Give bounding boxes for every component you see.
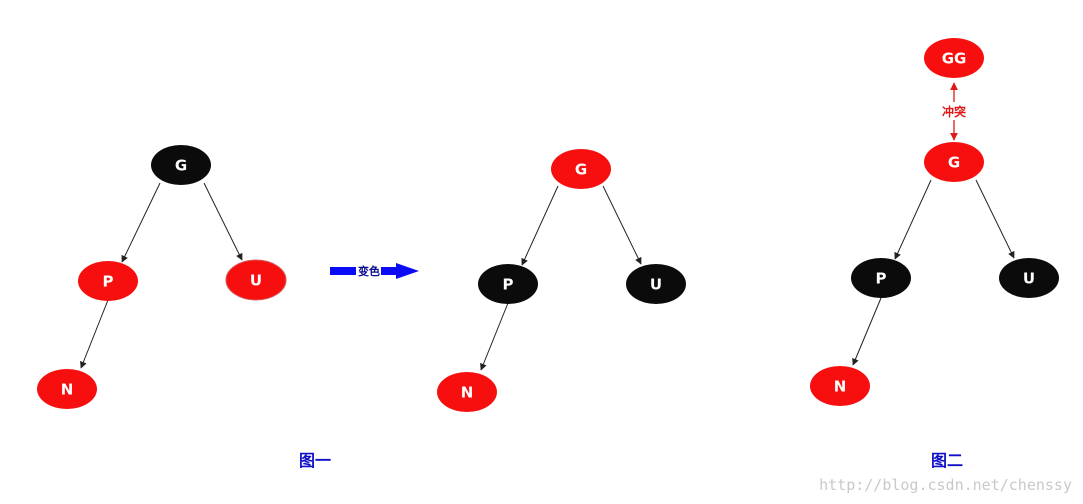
watermark: http://blog.csdn.net/chenssy [819,476,1072,494]
node-p-shape [78,261,138,301]
node-p-shape [851,258,911,298]
node-g-label: G [948,154,960,172]
figure-1: G P U N 图一 [37,145,331,470]
conflict-label-background [938,102,970,120]
edge-p-n [852,297,882,366]
node-n: N [37,369,97,409]
node-g-shape [551,149,611,189]
transform-arrow-label: 变色 [358,264,380,278]
node-p: P [478,264,538,304]
node-n-label: N [461,384,474,402]
figure-2-caption: 图二 [931,451,963,470]
node-u-shape [626,264,686,304]
node-u-label: U [250,272,262,290]
node-p-shape [478,264,538,304]
node-g: G [924,142,984,182]
edge-g-p [894,179,932,260]
node-n-shape [37,369,97,409]
node-n: N [437,372,497,412]
node-g-label: G [175,157,187,175]
transform-arrowhead [396,263,419,279]
node-n-shape [437,372,497,412]
node-p: P [851,258,911,298]
edge-g-p [521,185,559,266]
transform-arrow: 变色 [330,263,419,279]
node-n-label: N [61,381,74,399]
edge-g-u [975,179,1015,259]
node-g: G [551,149,611,189]
edge-g-u [602,185,642,265]
node-u: U [225,259,287,301]
figure-1-caption: 图一 [299,451,331,470]
transform-arrow-shaft-left [330,267,356,275]
node-u: U [626,264,686,304]
node-g-shape [924,142,984,182]
node-u-label: U [650,276,662,294]
node-u: U [999,258,1059,298]
node-u-shape [999,258,1059,298]
node-g-shape [151,145,211,185]
edge-g-p [121,182,161,263]
node-gg-shape [924,38,984,78]
node-n-label: N [834,378,847,396]
node-p-label: P [103,273,114,291]
node-g: G [151,145,211,185]
node-n-shape [810,366,870,406]
edge-p-n [80,299,109,369]
edge-g-u [203,182,243,261]
figure-2: 冲突 GG G P U N 图二 [810,38,1059,470]
figure-middle: G P U N [437,149,686,412]
node-u-label: U [1023,270,1035,288]
node-p-label: P [876,270,887,288]
node-gg-label: GG [942,50,967,68]
node-gg: GG [924,38,984,78]
node-g-label: G [575,161,587,179]
node-p-label: P [503,276,514,294]
node-u-shape [225,259,287,301]
node-p: P [78,261,138,301]
transform-arrow-shaft-right [381,267,400,275]
node-n: N [810,366,870,406]
conflict-label: 冲突 [942,104,966,119]
edge-p-n [480,302,509,371]
